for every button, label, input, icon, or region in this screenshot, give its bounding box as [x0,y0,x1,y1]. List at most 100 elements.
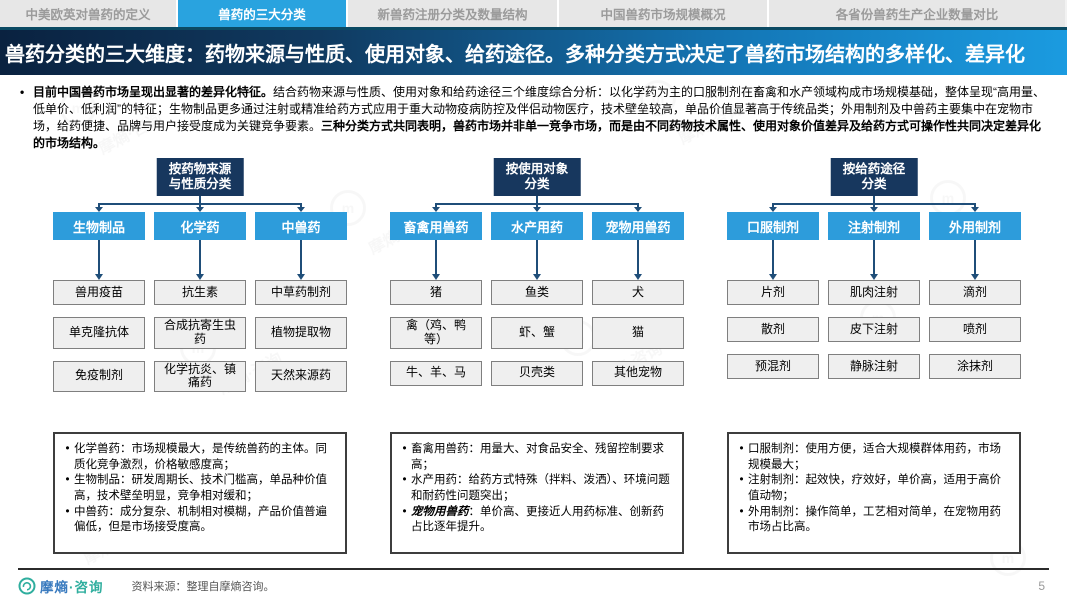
item-box: 散剂 [727,317,819,342]
item-box: 鱼类 [491,280,583,305]
page-title: 兽药分类的三大维度：药物来源与性质、使用对象、给药途径。多种分类方式决定了兽药市… [0,27,1067,75]
item-box: 禽（鸡、鸭等） [390,317,482,349]
connector-arrow [432,240,440,280]
category-box: 水产用药 [491,212,583,240]
category-box: 生物制品 [53,212,145,240]
item-box: 预混剂 [727,354,819,379]
item-box: 虾、蟹 [491,317,583,349]
column-header-line: 按给药途径 [842,162,906,176]
tab-definition[interactable]: 中美欧英对兽药的定义 [0,0,178,27]
column-header-line: 按使用对象 [505,162,569,176]
source-note: 资料来源：整理自摩熵咨询。 [131,581,275,593]
bullet-marker: • [65,474,70,487]
category-box: 宠物用兽药 [592,212,684,240]
item-box: 猫 [592,317,684,349]
note-bullet: •注射制剂：起效快，疗效好，单价高，适用于高价值动物； [735,473,1011,504]
connector-arrow [196,203,204,212]
item-box: 片剂 [727,280,819,305]
connector-arrow [971,240,979,280]
bullet-marker: • [402,443,407,455]
category-box: 口服制剂 [727,212,819,240]
connector-arrow [95,203,103,212]
classification-column-route: 按给药途径 分类 口服制剂注射制剂外用制剂 片剂肌肉注射滴剂散剂皮下注射喷剂预混… [727,158,1021,398]
item-grid: 猪鱼类犬禽（鸡、鸭等）虾、蟹猫牛、羊、马贝壳类其他宠物 [390,280,684,386]
category-box: 注射制剂 [828,212,920,240]
tab-three-categories[interactable]: 兽药的三大分类 [178,0,348,27]
notes-list: •化学兽药：市场规模最大，是传统兽药的主体。同质化竞争激烈，价格敏感度高；•生物… [61,442,337,536]
notes-box-source: •化学兽药：市场规模最大，是传统兽药的主体。同质化竞争激烈，价格敏感度高；•生物… [53,432,347,554]
category-box: 外用制剂 [929,212,1021,240]
connector-line [199,196,201,203]
item-box: 植物提取物 [255,317,347,349]
bullet-marker: • [739,443,744,455]
item-grid: 兽用疫苗抗生素中草药制剂单克隆抗体合成抗寄生虫药植物提取物免疫制剂化学抗炎、镇痛… [53,280,347,393]
notes-list: •畜禽用兽药：用量大、对食品安全、残留控制要求高；•水产用药：给药方式特殊（拌料… [398,442,674,536]
column-header-line: 按药物来源 [168,162,232,176]
note-bullet: •口服制剂：使用方便，适合大规模群体用药，市场规模最大； [735,442,1011,473]
tab-market-size[interactable]: 中国兽药市场规模概况 [559,0,769,27]
tab-registration[interactable]: 新兽药注册分类及数量结构 [348,0,559,27]
column-header-line: 分类 [861,177,887,191]
note-bullet: •畜禽用兽药：用量大、对食品安全、残留控制要求高； [398,442,674,473]
bullet-marker: • [739,474,744,487]
footer: 摩熵·咨询 资料来源：整理自摩熵咨询。 5 [18,574,1049,598]
classification-column-target: 按使用对象 分类 畜禽用兽药水产用药宠物用兽药 猪鱼类犬禽（鸡、鸭等）虾、蟹猫牛… [390,158,684,398]
connector-arrow [870,203,878,212]
connector-arrow [971,203,979,212]
connector-arrow [769,203,777,212]
item-box: 中草药制剂 [255,280,347,305]
category-box: 中兽药 [255,212,347,240]
connector-arrow [533,203,541,212]
classification-column-source: 按药物来源 与性质分类 生物制品化学药中兽药 兽用疫苗抗生素中草药制剂单克隆抗体… [53,158,347,398]
connector-line [536,196,538,203]
item-box: 兽用疫苗 [53,280,145,305]
item-box: 抗生素 [154,280,246,305]
column-header: 按药物来源 与性质分类 [156,158,244,196]
note-bullet: •外用制剂：操作简单，工艺相对简单，在宠物用药市场占比高。 [735,505,1011,536]
note-bullet: •化学兽药：市场规模最大，是传统兽药的主体。同质化竞争激烈，价格敏感度高； [61,442,337,473]
category-box: 畜禽用兽药 [390,212,482,240]
column-header-line: 与性质分类 [168,177,232,191]
intro-text: 目前中国兽药市场呈现出显著的差异化特征。结合药物来源与性质、使用对象和给药途径三… [33,85,1046,151]
brand-logo-text: 摩熵·咨询 [40,580,104,595]
brand-logo: 摩熵·咨询 [18,576,104,596]
bullet-marker: • [739,505,744,518]
page-number: 5 [1038,579,1045,593]
item-box: 涂抹剂 [929,354,1021,379]
item-box: 静脉注射 [828,354,920,379]
category-row: 畜禽用兽药水产用药宠物用兽药 [390,212,684,240]
item-box: 猪 [390,280,482,305]
note-bullet: •生物制品：研发周期长、技术门槛高，单品种价值高，技术壁垒明显，竞争相对缓和； [61,473,337,504]
item-box: 肌肉注射 [828,280,920,305]
bullet-marker: • [65,443,70,455]
top-tab-bar: 中美欧英对兽药的定义 兽药的三大分类 新兽药注册分类及数量结构 中国兽药市场规模… [0,0,1067,27]
notes-list: •口服制剂：使用方便，适合大规模群体用药，市场规模最大；•注射制剂：起效快，疗效… [735,442,1011,536]
item-box: 贝壳类 [491,360,583,386]
bullet-marker: • [65,505,70,518]
connector-arrow [634,240,642,280]
item-box: 皮下注射 [828,317,920,342]
connector-arrow [95,240,103,280]
item-box: 滴剂 [929,280,1021,305]
column-header-line: 分类 [524,177,550,191]
category-row: 生物制品化学药中兽药 [53,212,347,240]
item-box: 其他宠物 [592,360,684,386]
connector-arrow [769,240,777,280]
column-header: 按使用对象 分类 [493,158,581,196]
item-box: 单克隆抗体 [53,317,145,349]
connector-line [873,196,875,203]
column-header: 按给药途径 分类 [830,158,918,196]
bullet-marker: • [20,85,25,99]
bullet-marker: • [402,474,407,487]
item-box: 免疫制剂 [53,360,145,393]
category-box: 化学药 [154,212,246,240]
tab-province-compare[interactable]: 各省份兽药生产企业数量对比 [769,0,1065,27]
connector-arrow [870,240,878,280]
connector-arrow [196,240,204,280]
notes-box-route: •口服制剂：使用方便，适合大规模群体用药，市场规模最大；•注射制剂：起效快，疗效… [727,432,1021,554]
connector-arrow [634,203,642,212]
brand-logo-icon [18,577,36,595]
item-box: 天然来源药 [255,360,347,393]
connector-arrow [297,203,305,212]
